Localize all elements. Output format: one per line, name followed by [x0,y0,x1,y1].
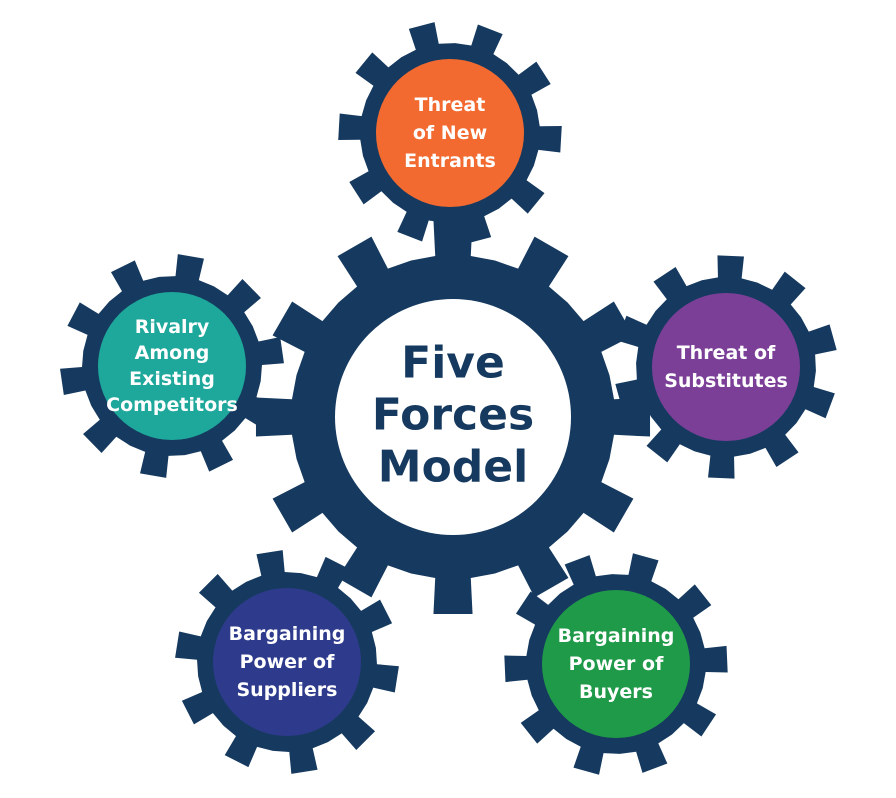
force-label-line: Buyers [579,681,653,703]
force-label-line: Substitutes [664,370,788,392]
center-gear-face [335,299,571,535]
force-label-line: of New [413,122,487,144]
force-gear-substitutes: Threat of Substitutes [615,255,837,479]
force-label-line: Threat [415,94,486,116]
force-label-line: Among [135,342,210,364]
force-gear-face [542,590,690,738]
force-label-line: Power of [569,653,664,675]
force-label-line: Bargaining [558,625,675,647]
force-label-line: Suppliers [236,679,337,701]
force-label-line: Threat of [677,342,776,364]
force-label-line: Competitors [106,394,238,416]
center-title-line: Five [401,338,505,389]
force-gear-face [652,293,800,441]
force-label-line: Existing [129,368,215,390]
force-label-line: Entrants [404,150,496,172]
force-gear-face [376,59,524,207]
force-label-line: Bargaining [229,623,346,645]
force-gear-face [213,588,361,736]
force-label-line: Rivalry [135,316,210,338]
center-title-line: Forces [372,390,534,441]
center-title-line: Model [378,442,528,493]
force-label-line: Power of [240,651,335,673]
force-gear-face [98,292,246,440]
